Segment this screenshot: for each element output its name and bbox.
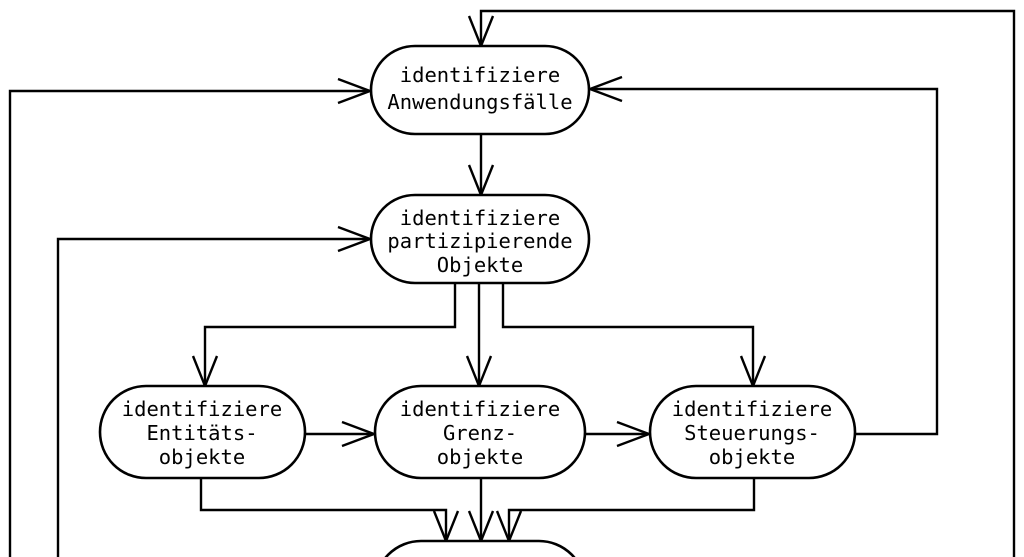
node-partizipierende-objekte-line-1: partizipierende	[387, 229, 572, 253]
edge-grenz-to-bottom	[467, 478, 495, 545]
node-grenzobjekte-line-0: identifiziere	[400, 397, 560, 421]
edge-partizipierende-to-entitaets	[191, 283, 457, 390]
node-partizipierende-objekte-line-2: Objekte	[437, 253, 523, 277]
node-bottom-partial[interactable]	[375, 539, 585, 557]
edge-steuerungs-to-anwendungsfaelle-loop	[586, 75, 939, 436]
edge-entitaets-to-bottom	[199, 478, 460, 545]
node-entitaetsobjekte-line-2: objekte	[159, 445, 245, 469]
node-entitaetsobjekte-line-0: identifiziere	[122, 397, 282, 421]
node-grenzobjekte-line-2: objekte	[437, 445, 523, 469]
node-partizipierende-objekte-shape[interactable]	[369, 193, 591, 285]
node-steuerungsobjekte-line-2: objekte	[709, 445, 795, 469]
edge-left-outer-loop-to-anwendungsfaelle	[8, 77, 374, 557]
node-entitaetsobjekte-shape[interactable]	[98, 384, 307, 480]
node-entitaetsobjekte-line-1: Entitäts-	[146, 421, 257, 445]
node-steuerungsobjekte-shape[interactable]	[648, 384, 857, 480]
node-partizipierende-objekte[interactable]: identifiziere partizipierende Objekte	[369, 193, 591, 285]
node-grenzobjekte-shape[interactable]	[373, 384, 587, 480]
node-anwendungsfaelle[interactable]: identifiziere Anwendungsfälle	[369, 44, 591, 136]
edge-entitaets-to-grenz	[305, 420, 378, 448]
node-partizipierende-objekte-line-0: identifiziere	[400, 206, 560, 230]
edge-partizipierende-to-grenz	[465, 283, 493, 390]
node-bottom-partial-shape[interactable]	[375, 539, 585, 557]
node-grenzobjekte[interactable]: identifiziere Grenz- objekte	[373, 384, 587, 480]
node-grenzobjekte-line-1: Grenz-	[443, 421, 517, 445]
node-anwendungsfaelle-line-0: identifiziere	[400, 63, 560, 87]
edge-grenz-to-steuerungs	[585, 420, 653, 448]
node-anwendungsfaelle-shape[interactable]	[369, 44, 591, 136]
node-steuerungsobjekte[interactable]: identifiziere Steuerungs- objekte	[648, 384, 857, 480]
edge-steuerungs-to-bottom	[495, 478, 756, 545]
node-entitaetsobjekte[interactable]: identifiziere Entitäts- objekte	[98, 384, 307, 480]
edge-anwendungsfaelle-to-partizipierende	[467, 134, 495, 199]
node-steuerungsobjekte-line-1: Steuerungs-	[684, 421, 820, 445]
edge-partizipierende-to-steuerungs	[501, 283, 767, 390]
node-anwendungsfaelle-line-1: Anwendungsfälle	[387, 90, 572, 114]
node-steuerungsobjekte-line-0: identifiziere	[672, 397, 832, 421]
